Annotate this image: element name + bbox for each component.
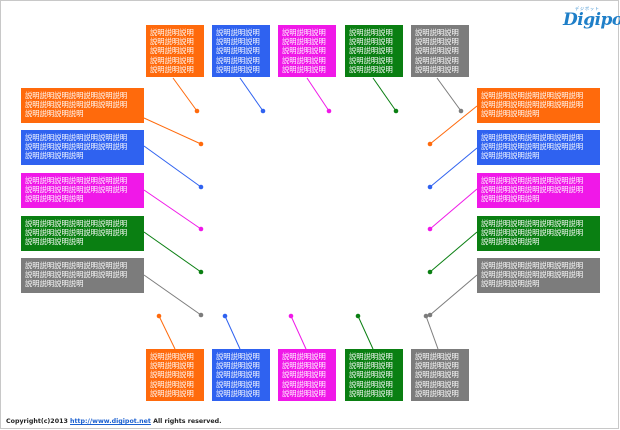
callout-box-right-3: 説明説明説明説明説明説明説明 説明説明説明説明説明説明説明 説明説明説明説明 (477, 173, 600, 208)
leader-dot-top-3 (326, 108, 332, 114)
leader-dot-top-5 (458, 108, 464, 114)
leader-dot-right-3 (427, 226, 433, 232)
callout-box-left-3: 説明説明説明説明説明説明説明 説明説明説明説明説明説明説明 説明説明説明説明 (21, 173, 144, 208)
callout-text: 説明説明説明説明説明説明説明 説明説明説明説明説明説明説明 説明説明説明説明 (25, 176, 128, 204)
leader-dot-top-4 (393, 108, 399, 114)
callout-box-top-2: 説明説明説明 説明説明説明 説明説明説明 説明説明説明 説明説明説明 (212, 25, 270, 77)
leader-dot-top-1 (194, 108, 200, 114)
site-link[interactable]: http://www.digipot.net (70, 418, 151, 425)
callout-box-top-3: 説明説明説明 説明説明説明 説明説明説明 説明説明説明 説明説明説明 (278, 25, 336, 77)
digipot-logo: デジポット Digipot (563, 6, 620, 32)
callout-text: 説明説明説明 説明説明説明 説明説明説明 説明説明説明 説明説明説明 (216, 28, 260, 74)
copyright-footer: Copyright(c)2013 http://www.digipot.net … (6, 418, 222, 425)
leader-line-bottom-3 (290, 315, 307, 350)
callout-text: 説明説明説明説明説明説明説明 説明説明説明説明説明説明説明 説明説明説明説明 (25, 219, 128, 247)
callout-box-left-5: 説明説明説明説明説明説明説明 説明説明説明説明説明説明説明 説明説明説明説明 (21, 258, 144, 293)
logo-subtext: デジポット (575, 6, 600, 11)
callout-box-bottom-3: 説明説明説明 説明説明説明 説明説明説明 説明説明説明 説明説明説明 (278, 349, 336, 401)
callout-box-right-2: 説明説明説明説明説明説明説明 説明説明説明説明説明説明説明 説明説明説明説明 (477, 130, 600, 165)
callout-text: 説明説明説明 説明説明説明 説明説明説明 説明説明説明 説明説明説明 (216, 352, 260, 398)
leader-line-bottom-5 (425, 315, 439, 350)
leader-dot-bottom-1 (156, 313, 162, 319)
callout-box-bottom-4: 説明説明説明 説明説明説明 説明説明説明 説明説明説明 説明説明説明 (345, 349, 403, 401)
leader-line-top-5 (436, 77, 462, 112)
leader-line-top-1 (172, 77, 198, 112)
callout-box-top-5: 説明説明説明 説明説明説明 説明説明説明 説明説明説明 説明説明説明 (411, 25, 469, 77)
callout-box-left-1: 説明説明説明説明説明説明説明 説明説明説明説明説明説明説明 説明説明説明説明 (21, 88, 144, 123)
leader-line-right-2 (429, 147, 478, 188)
leader-dot-bottom-5 (423, 313, 429, 319)
callout-box-bottom-2: 説明説明説明 説明説明説明 説明説明説明 説明説明説明 説明説明説明 (212, 349, 270, 401)
callout-box-bottom-5: 説明説明説明 説明説明説明 説明説明説明 説明説明説明 説明説明説明 (411, 349, 469, 401)
leader-dot-left-3 (198, 226, 204, 232)
leader-dot-bottom-3 (288, 313, 294, 319)
callout-box-top-4: 説明説明説明 説明説明説明 説明説明説明 説明説明説明 説明説明説明 (345, 25, 403, 77)
callout-text: 説明説明説明 説明説明説明 説明説明説明 説明説明説明 説明説明説明 (349, 352, 393, 398)
leader-dot-right-4 (427, 269, 433, 275)
leader-line-left-5 (143, 274, 202, 316)
callout-text: 説明説明説明説明説明説明説明 説明説明説明説明説明説明説明 説明説明説明説明 (25, 261, 128, 289)
callout-box-bottom-1: 説明説明説明 説明説明説明 説明説明説明 説明説明説明 説明説明説明 (146, 349, 204, 401)
callout-text: 説明説明説明 説明説明説明 説明説明説明 説明説明説明 説明説明説明 (150, 352, 194, 398)
callout-text: 説明説明説明説明説明説明説明 説明説明説明説明説明説明説明 説明説明説明説明 (481, 176, 584, 204)
leader-dot-bottom-2 (222, 313, 228, 319)
callout-text: 説明説明説明 説明説明説明 説明説明説明 説明説明説明 説明説明説明 (415, 28, 459, 74)
copyright-text: Copyright(c)2013 (6, 418, 71, 425)
callout-text: 説明説明説明説明説明説明説明 説明説明説明説明説明説明説明 説明説明説明説明 (481, 219, 584, 247)
leader-dot-bottom-4 (355, 313, 361, 319)
callout-box-top-1: 説明説明説明 説明説明説明 説明説明説明 説明説明説明 説明説明説明 (146, 25, 204, 77)
leader-dot-left-1 (198, 141, 204, 147)
leader-dot-right-1 (427, 141, 433, 147)
leader-line-right-3 (429, 188, 478, 230)
leader-dot-left-4 (198, 269, 204, 275)
callout-text: 説明説明説明説明説明説明説明 説明説明説明説明説明説明説明 説明説明説明説明 (481, 91, 584, 119)
leader-dot-left-5 (198, 312, 204, 318)
callout-text: 説明説明説明 説明説明説明 説明説明説明 説明説明説明 説明説明説明 (415, 352, 459, 398)
callout-text: 説明説明説明説明説明説明説明 説明説明説明説明説明説明説明 説明説明説明説明 (481, 133, 584, 161)
callout-text: 説明説明説明説明説明説明説明 説明説明説明説明説明説明説明 説明説明説明説明 (25, 133, 128, 161)
callout-text: 説明説明説明 説明説明説明 説明説明説明 説明説明説明 説明説明説明 (282, 352, 326, 398)
leader-line-right-4 (429, 231, 478, 273)
leader-line-bottom-2 (224, 315, 241, 350)
callout-box-right-5: 説明説明説明説明説明説明説明 説明説明説明説明説明説明説明 説明説明説明説明 (477, 258, 600, 293)
leader-dot-right-5 (427, 312, 433, 318)
rights-text: All rights reserved. (150, 418, 222, 425)
leader-dot-top-2 (260, 108, 266, 114)
callout-text: 説明説明説明 説明説明説明 説明説明説明 説明説明説明 説明説明説明 (282, 28, 326, 74)
callout-box-left-4: 説明説明説明説明説明説明説明 説明説明説明説明説明説明説明 説明説明説明説明 (21, 216, 144, 251)
leader-line-right-5 (429, 274, 478, 316)
leader-line-left-1 (143, 117, 202, 145)
callout-text: 説明説明説明 説明説明説明 説明説明説明 説明説明説明 説明説明説明 (150, 28, 194, 74)
leader-line-bottom-1 (158, 315, 176, 350)
leader-line-left-3 (143, 189, 202, 230)
logo-text: Digipot (563, 10, 620, 30)
callout-text: 説明説明説明説明説明説明説明 説明説明説明説明説明説明説明 説明説明説明説明 (25, 91, 128, 119)
callout-box-left-2: 説明説明説明説明説明説明説明 説明説明説明説明説明説明説明 説明説明説明説明 (21, 130, 144, 165)
leader-line-left-4 (143, 231, 202, 273)
leader-line-left-2 (143, 145, 202, 188)
callout-text: 説明説明説明 説明説明説明 説明説明説明 説明説明説明 説明説明説明 (349, 28, 393, 74)
callout-text: 説明説明説明説明説明説明説明 説明説明説明説明説明説明説明 説明説明説明説明 (481, 261, 584, 289)
leader-line-bottom-4 (357, 315, 374, 350)
leader-line-top-3 (306, 77, 330, 112)
callout-box-right-4: 説明説明説明説明説明説明説明 説明説明説明説明説明説明説明 説明説明説明説明 (477, 216, 600, 251)
leader-line-top-2 (239, 77, 264, 112)
leader-line-right-1 (429, 105, 478, 145)
leader-line-top-4 (372, 77, 397, 112)
leader-dot-right-2 (427, 184, 433, 190)
leader-dot-left-2 (198, 184, 204, 190)
callout-box-right-1: 説明説明説明説明説明説明説明 説明説明説明説明説明説明説明 説明説明説明説明 (477, 88, 600, 123)
